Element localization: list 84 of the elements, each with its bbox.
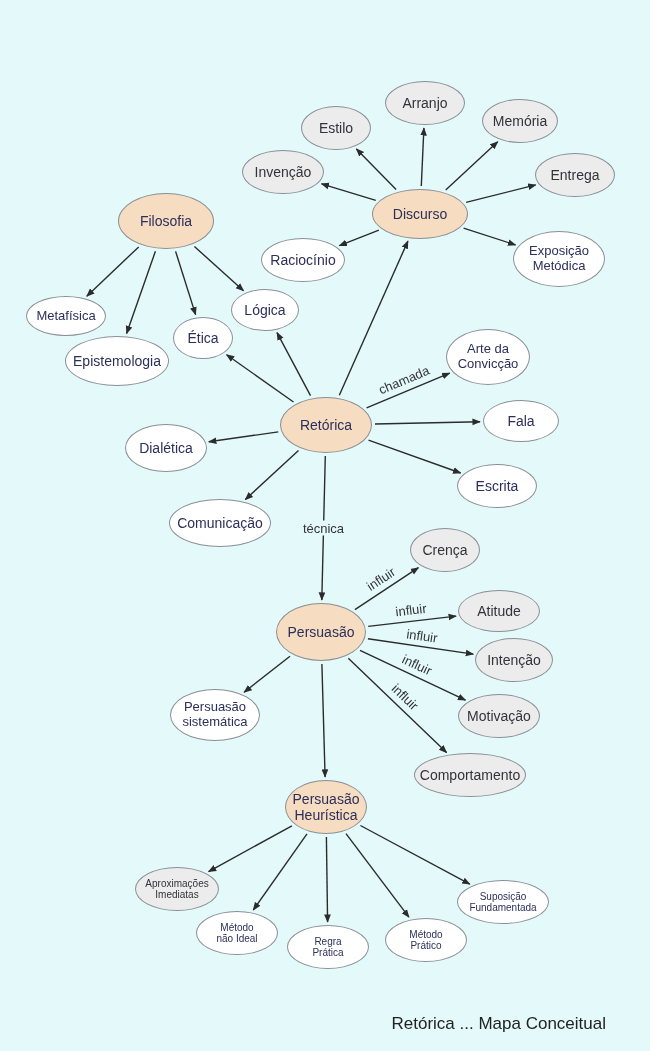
concept-label: Raciocínio <box>270 251 336 269</box>
concept-label: Escrita <box>475 477 519 495</box>
concept-ellipse <box>135 867 219 911</box>
arrow <box>465 183 537 204</box>
arrow <box>86 246 140 297</box>
arrow <box>338 229 380 247</box>
concept-ellipse <box>513 231 605 287</box>
edge-label: influir <box>404 625 440 646</box>
concept-label: Lógica <box>244 301 286 319</box>
concept-label: Metafísica <box>36 308 96 324</box>
concept-label: Suposição Fundamentada <box>469 890 537 914</box>
concept-label: Crença <box>422 541 468 559</box>
arrow <box>338 240 409 396</box>
concept-label: Aproximações Imediatas <box>145 877 209 901</box>
edge-label: influir <box>399 651 436 680</box>
arrow <box>207 431 279 445</box>
arrow <box>367 613 457 628</box>
arrow <box>354 566 420 611</box>
concept-label: Método Prático <box>408 928 444 952</box>
concept-ellipse <box>231 289 299 331</box>
concept-label: Estilo <box>318 119 354 137</box>
arrow <box>244 449 300 501</box>
concept-ellipse <box>285 780 367 834</box>
concept-label: Epistemologia <box>73 352 161 370</box>
arrow <box>367 439 462 474</box>
concept-ellipse <box>276 603 366 661</box>
concept-label: Método não Ideal <box>215 921 259 945</box>
concept-ellipse <box>457 464 537 508</box>
concept-label: Exposição Metódica <box>528 244 590 274</box>
concept-label: Comportamento <box>419 766 521 784</box>
arrow <box>125 250 157 335</box>
arrow <box>462 227 517 246</box>
concept-label: Entrega <box>550 166 600 184</box>
concept-label: Dialética <box>139 439 193 457</box>
arrow <box>174 250 197 316</box>
arrow <box>367 638 475 657</box>
arrow <box>359 824 471 885</box>
caption: Retórica ... Mapa Conceitual <box>391 1014 606 1034</box>
concept-label: Memória <box>492 112 548 130</box>
concept-label: Ética <box>187 329 219 347</box>
concept-ellipse <box>410 528 480 572</box>
concept-label: Discurso <box>392 205 448 223</box>
concept-ellipse <box>535 153 615 197</box>
arrow <box>347 657 448 754</box>
concept-ellipse <box>372 189 468 239</box>
arrow <box>324 836 331 923</box>
arrow <box>225 354 295 403</box>
arrow <box>445 141 499 191</box>
edge-label: técnica <box>300 520 347 536</box>
concept-ellipse <box>446 329 530 385</box>
concept-label: Regra Prática <box>311 935 345 959</box>
arrow <box>243 655 291 693</box>
concept-ellipse <box>242 150 324 194</box>
concept-label: Motivação <box>467 707 531 725</box>
concept-label: Comunicação <box>177 514 263 532</box>
concept-label: Retórica <box>299 416 353 434</box>
arrow <box>252 833 308 911</box>
concept-label: Fala <box>507 412 535 430</box>
concept-label: Atitude <box>477 602 521 620</box>
arrow <box>318 455 326 601</box>
edge-label: influir <box>393 600 429 620</box>
concept-ellipse <box>458 694 540 738</box>
arrow <box>320 182 377 202</box>
concept-label: Invenção <box>254 163 312 181</box>
arrow <box>355 148 397 191</box>
concept-ellipse <box>173 317 233 359</box>
arrow <box>321 663 329 778</box>
concept-ellipse <box>280 397 372 453</box>
arrow <box>359 649 467 701</box>
arrow <box>365 372 451 409</box>
concept-label: Persuasão Heurística <box>291 790 361 824</box>
concept-label: Persuasão <box>287 623 355 641</box>
concept-label: Intenção <box>487 651 541 669</box>
arrow <box>207 825 293 873</box>
arrow <box>420 127 427 187</box>
concept-label: Filosofia <box>139 212 193 230</box>
concept-label: Arranjo <box>402 94 448 112</box>
arrow <box>276 331 312 397</box>
concept-label: Persuasão sistemática <box>181 700 249 730</box>
concept-label: Arte da Convicção <box>456 342 520 372</box>
arrow <box>193 245 245 292</box>
arrow <box>374 418 481 426</box>
concept-ellipse <box>261 238 345 282</box>
arrow <box>345 832 410 918</box>
